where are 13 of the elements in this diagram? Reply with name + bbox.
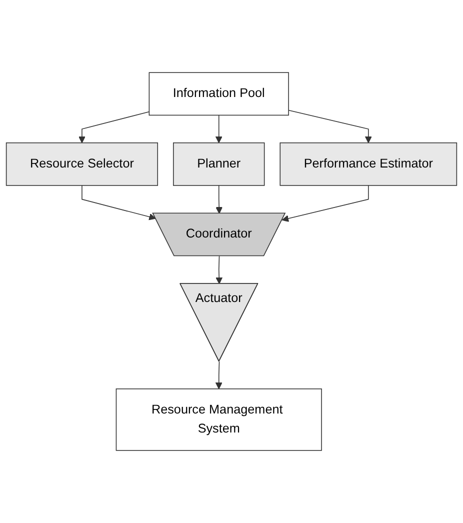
arrow xyxy=(215,114,222,144)
node-box: Resource Selector xyxy=(6,142,158,186)
node-box: Information Pool xyxy=(148,72,289,116)
arrow xyxy=(282,185,369,222)
arrow xyxy=(215,361,222,390)
arrow xyxy=(216,256,223,284)
node-box: Performance Estimator xyxy=(280,142,458,186)
arrow xyxy=(82,185,156,220)
arrow xyxy=(288,110,372,144)
arrow xyxy=(78,111,150,144)
node-box: Planner xyxy=(173,142,265,186)
node-box: Resource Management System xyxy=(116,388,322,451)
arrow xyxy=(216,185,223,214)
